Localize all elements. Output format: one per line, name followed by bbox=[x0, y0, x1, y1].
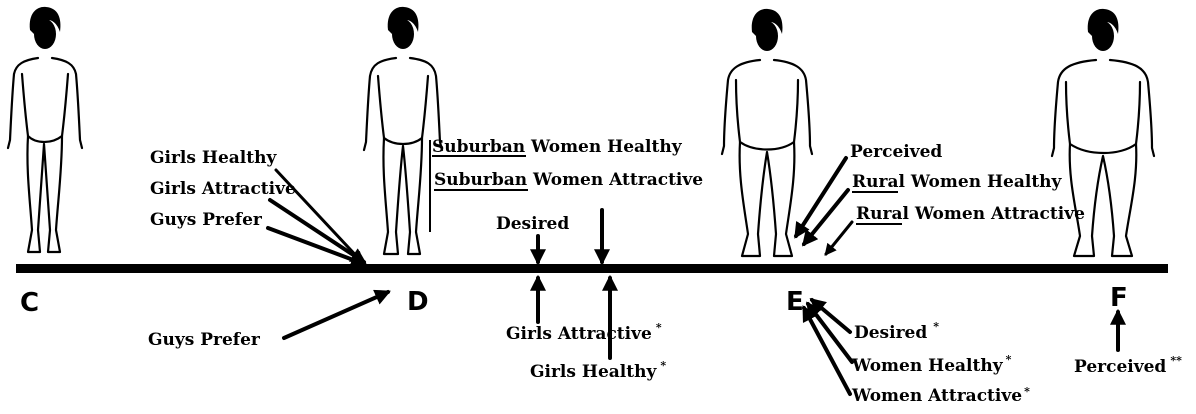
arrow-guys-prefer-bottom bbox=[284, 292, 388, 338]
scale-letter-c: C bbox=[20, 288, 39, 318]
label-girls-attractive: Girls Attractive bbox=[150, 179, 296, 199]
label-rural-women-healthy: Rural Women Healthy bbox=[852, 172, 1063, 192]
scale-letter-d: D bbox=[407, 287, 429, 317]
label-perceived-bottom: Perceived** bbox=[1074, 354, 1182, 377]
arrow-guys-prefer-top bbox=[268, 228, 364, 264]
arrow-rural-attractive bbox=[826, 222, 852, 254]
label-women-attractive: Women Attractive* bbox=[851, 385, 1030, 406]
figure-c bbox=[8, 7, 82, 252]
label-guys-prefer-top: Guys Prefer bbox=[150, 210, 263, 230]
label-girls-healthy: Girls Healthy bbox=[150, 148, 277, 168]
label-women-healthy: Women Healthy* bbox=[851, 353, 1012, 376]
label-girls-healthy-bottom: Girls Healthy* bbox=[530, 359, 666, 382]
label-suburban-women-healthy: Suburban Women Healthy bbox=[432, 137, 683, 157]
scale-letter-e: E bbox=[786, 287, 804, 317]
label-girls-attractive-bottom: Girls Attractive* bbox=[506, 321, 662, 344]
arrow-girls-attractive bbox=[270, 200, 364, 262]
label-rural-women-attractive: Rural Women Attractive bbox=[856, 204, 1085, 224]
label-suburban-women-attractive: Suburban Women Attractive bbox=[434, 170, 703, 190]
label-perceived-top: Perceived bbox=[850, 142, 942, 162]
scale-line bbox=[16, 264, 1168, 273]
label-desired-bottom: Desired* bbox=[854, 320, 939, 343]
scale-letter-f: F bbox=[1110, 283, 1128, 313]
label-desired-top: Desired bbox=[496, 214, 569, 234]
label-guys-prefer-bottom: Guys Prefer bbox=[148, 330, 261, 350]
figure-e bbox=[722, 9, 812, 256]
